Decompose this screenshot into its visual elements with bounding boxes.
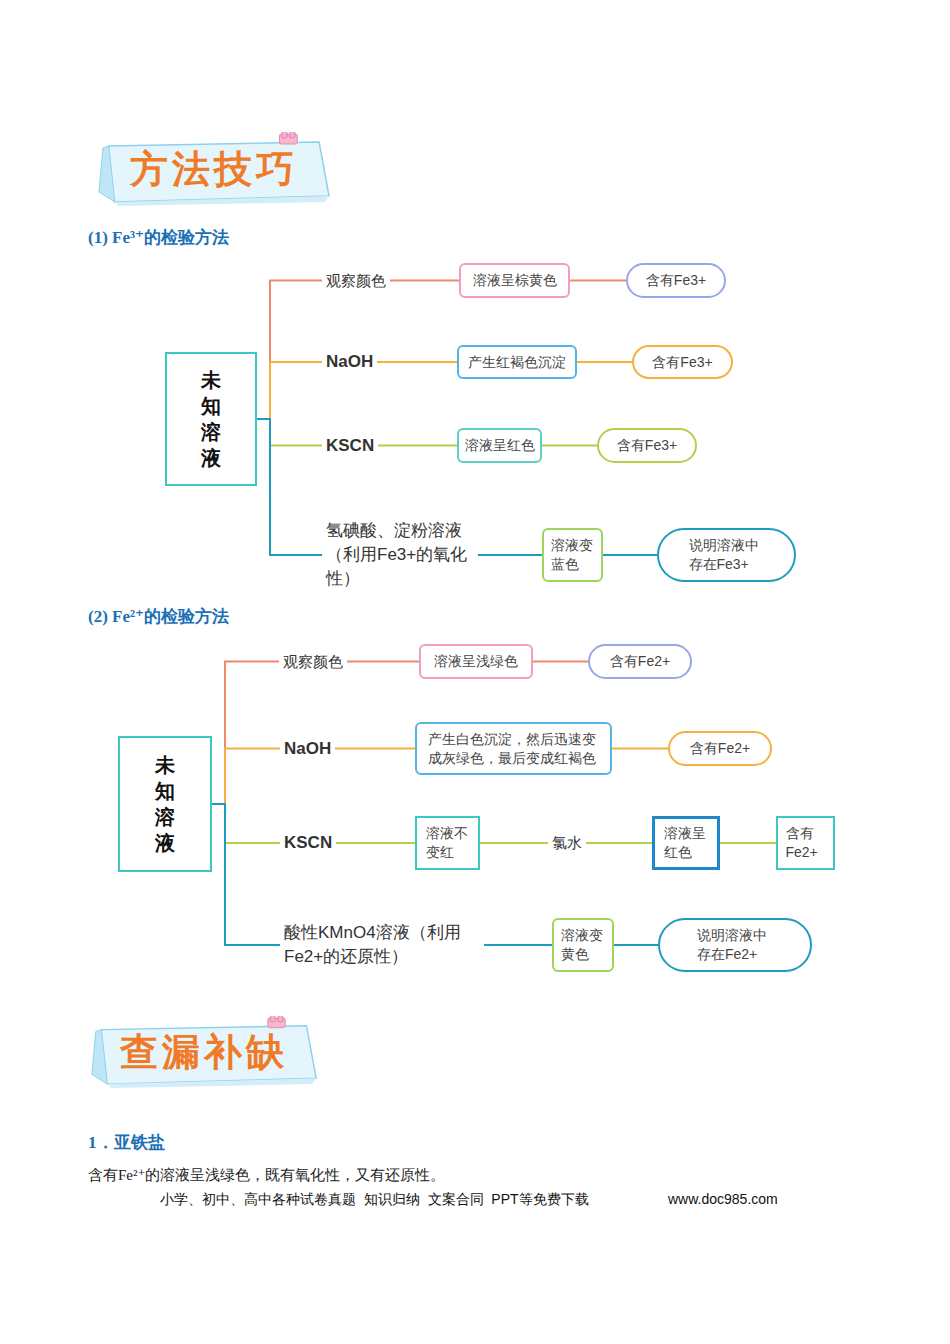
root-box: 未知溶液 xyxy=(118,736,212,872)
connector-line xyxy=(614,944,658,946)
section-banner: 方法技巧 xyxy=(95,132,333,206)
section-heading: (1) Fe³⁺的检验方法 xyxy=(88,226,229,249)
root-box: 未知溶液 xyxy=(165,352,257,486)
box-label: 溶液呈红色 xyxy=(465,436,535,455)
method-label: KSCN xyxy=(322,434,378,458)
result-box: 溶液呈浅绿色 xyxy=(419,644,533,679)
conclusion-pill: 含有Fe2+ xyxy=(668,731,772,766)
result-box: 溶液呈棕黄色 xyxy=(459,263,570,298)
connector-line xyxy=(542,445,597,447)
root-label: 未知溶液 xyxy=(154,752,176,856)
result-box: 溶液呈红色 xyxy=(652,816,720,870)
method-label: NaOH xyxy=(280,737,335,761)
method-label: 观察颜色 xyxy=(279,650,347,674)
section-heading: (2) Fe²⁺的检验方法 xyxy=(88,605,229,628)
conclusion-pill: 含有Fe3+ xyxy=(632,345,733,379)
connector-line xyxy=(212,662,419,805)
method-label: NaOH xyxy=(322,350,377,374)
box-label: 产生红褐色沉淀 xyxy=(468,353,566,372)
box-label: 含有Fe2+ xyxy=(786,824,826,862)
banner-title: 查漏补缺 xyxy=(120,1030,288,1074)
box-label: 含有Fe2+ xyxy=(690,739,750,758)
box-label: 溶液不变红 xyxy=(426,824,470,862)
connector-line xyxy=(570,280,626,282)
conclusion-pill: 含有Fe2+ xyxy=(588,644,692,679)
root-label: 未知溶液 xyxy=(200,367,222,471)
result-box: 产生白色沉淀，然后迅速变成灰绿色，最后变成红褐色 xyxy=(415,722,612,775)
method-label: KSCN xyxy=(280,831,336,855)
banner-title: 方法技巧 xyxy=(130,147,298,191)
result-box: 溶液不变红 xyxy=(415,816,480,870)
method-label: 氯水 xyxy=(548,831,586,855)
result-box: 溶液变黄色 xyxy=(552,918,614,972)
connector-line xyxy=(603,554,657,556)
body-text: 含有Fe²⁺的溶液呈浅绿色，既有氧化性，又有还原性。 xyxy=(88,1166,445,1185)
method-label: 观察颜色 xyxy=(322,269,390,293)
result-box: 溶液变蓝色 xyxy=(542,528,603,582)
method-label: 酸性KMnO4溶液（利用Fe2+的还原性） xyxy=(280,921,484,969)
conclusion-box: 含有Fe2+ xyxy=(776,816,835,870)
connector-line xyxy=(257,281,459,420)
connector-line xyxy=(612,748,668,750)
connector-line xyxy=(533,661,588,663)
footer-text: 小学、初中、高中各种试卷真题 知识归纳 文案合同 PPT等免费下载 xyxy=(160,1191,589,1209)
box-label: 说明溶液中存在Fe2+ xyxy=(697,926,773,964)
method-label: 氢碘酸、淀粉溶液（利用Fe3+的氧化性） xyxy=(322,519,478,591)
result-box: 产生红褐色沉淀 xyxy=(457,345,577,379)
box-label: 含有Fe3+ xyxy=(646,271,706,290)
box-label: 含有Fe3+ xyxy=(617,436,677,455)
box-label: 溶液呈浅绿色 xyxy=(434,652,518,671)
box-label: 溶液呈棕黄色 xyxy=(473,271,557,290)
conclusion-pill: 含有Fe3+ xyxy=(626,263,726,298)
box-label: 产生白色沉淀，然后迅速变成灰绿色，最后变成红褐色 xyxy=(428,730,600,768)
subsection-heading: 1．亚铁盐 xyxy=(88,1131,165,1154)
result-box: 溶液呈红色 xyxy=(457,428,542,463)
box-label: 溶液呈红色 xyxy=(664,824,708,862)
conclusion-pill: 说明溶液中存在Fe2+ xyxy=(658,918,812,972)
connector-line xyxy=(720,842,776,844)
box-label: 说明溶液中存在Fe3+ xyxy=(689,536,765,574)
box-label: 含有Fe3+ xyxy=(652,353,712,372)
conclusion-pill: 含有Fe3+ xyxy=(597,428,697,463)
footer-url: www.doc985.com xyxy=(668,1191,778,1207)
box-label: 溶液变黄色 xyxy=(561,926,605,964)
connector-line xyxy=(577,361,632,363)
box-label: 含有Fe2+ xyxy=(610,652,670,671)
conclusion-pill: 说明溶液中存在Fe3+ xyxy=(657,528,796,582)
box-label: 溶液变蓝色 xyxy=(551,536,595,574)
section-banner: 查漏补缺 xyxy=(88,1016,320,1088)
